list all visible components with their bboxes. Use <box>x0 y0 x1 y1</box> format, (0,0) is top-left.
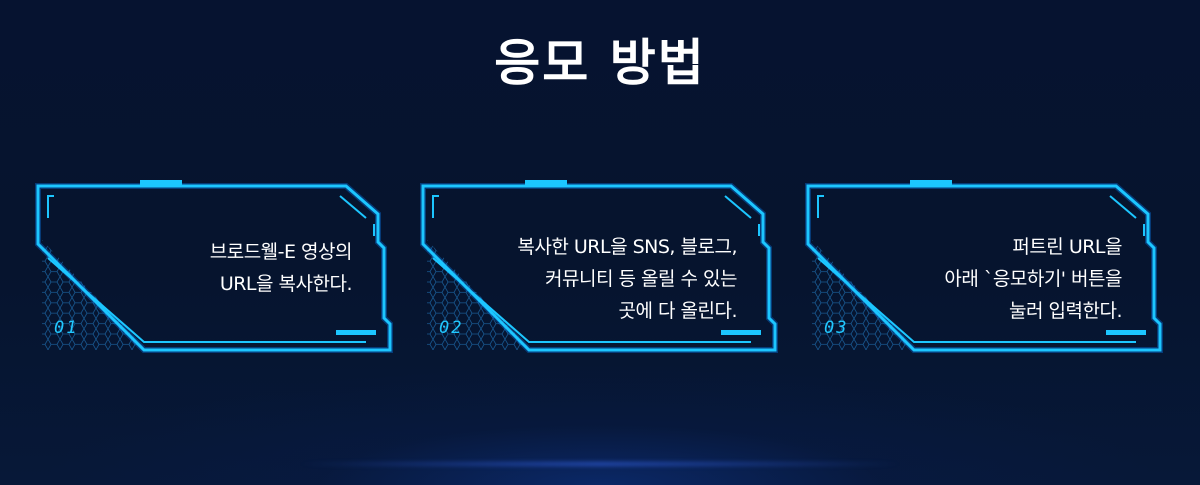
page-title: 응모 방법 <box>494 34 706 92</box>
step-description: 복사한 URL을 SNS, 블로그, 커뮤니티 등 올릴 수 있는 곳에 다 올… <box>517 236 737 322</box>
step-description: 퍼트린 URL을 아래 `응모하기' 버튼을 눌러 입력한다. <box>944 236 1122 322</box>
step-description: 브로드웰-E 영상의 URL을 복사한다. <box>209 241 353 295</box>
step-card-1: 브로드웰-E 영상의 URL을 복사한다. 01 <box>35 178 396 356</box>
step-number: 03 <box>824 318 849 338</box>
hud-frame-decoration <box>805 180 1163 353</box>
step-number: 01 <box>54 318 79 338</box>
step-card-2: 복사한 URL을 SNS, 블로그, 커뮤니티 등 올릴 수 있는 곳에 다 올… <box>420 178 781 356</box>
step-number: 02 <box>439 318 464 338</box>
hud-frame-decoration <box>420 180 778 353</box>
bottom-glow-line <box>300 462 900 466</box>
step-card-3: 퍼트린 URL을 아래 `응모하기' 버튼을 눌러 입력한다. 03 <box>805 178 1166 356</box>
hud-frame-decoration <box>35 180 393 353</box>
